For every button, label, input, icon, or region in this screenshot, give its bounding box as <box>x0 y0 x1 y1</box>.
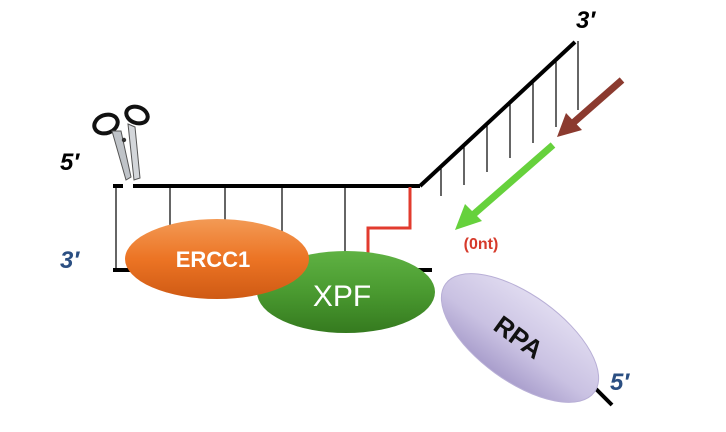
xpf-label: XPF <box>313 280 371 313</box>
ercc1-label: ERCC1 <box>176 247 251 272</box>
incision-path <box>366 187 412 262</box>
top-left-5prime-label: 5′ <box>60 149 80 176</box>
green-arrow <box>455 142 556 230</box>
brown-arrow <box>557 77 625 137</box>
bottom-right-5prime-label: 5′ <box>610 369 630 396</box>
scissors-icon <box>92 104 150 181</box>
overhang-rungs <box>440 41 579 196</box>
gap-label: (0nt) <box>464 236 499 253</box>
top-right-3prime-label: 3′ <box>576 7 596 34</box>
ercc1-protein <box>125 219 309 299</box>
rpa-protein <box>440 273 600 403</box>
bottom-left-3prime-label: 3′ <box>60 247 80 274</box>
overhang-strand <box>418 40 577 188</box>
